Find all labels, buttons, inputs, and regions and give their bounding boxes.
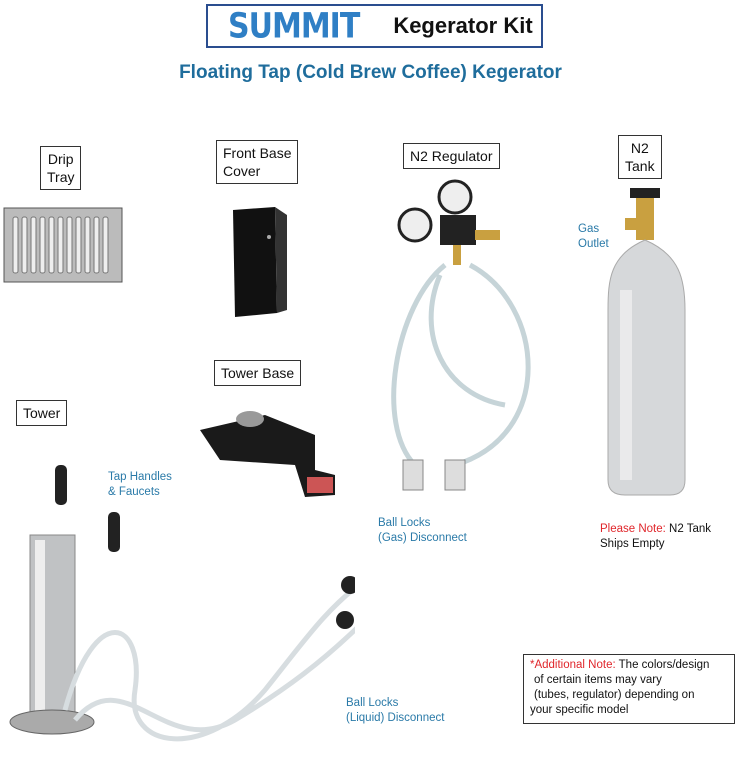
- drip-tray-image: [3, 207, 123, 283]
- header-box: SUMMIT Kegerator Kit: [206, 4, 543, 48]
- please-note-line1: Please Note: N2 Tank: [600, 522, 711, 537]
- please-note-text: N2 Tank: [665, 523, 712, 535]
- additional-note-line: (tubes, regulator) depending on: [534, 689, 695, 701]
- n2-tank-image: [607, 188, 686, 496]
- caption-line: & Faucets: [108, 486, 160, 498]
- additional-note-box: *Additional Note: The colors/design of c…: [523, 654, 735, 724]
- caption-line: Ball Locks: [378, 517, 431, 529]
- caption-line: (Liquid) Disconnect: [346, 712, 445, 724]
- please-note: Please Note: N2 Tank Ships Empty: [600, 522, 711, 552]
- caption-ball-locks-gas: Ball Locks (Gas) Disconnect: [378, 516, 467, 546]
- caption-tap-handles: Tap Handles & Faucets: [108, 470, 172, 500]
- additional-note-prefix: *Additional Note:: [530, 659, 616, 671]
- summit-logo: SUMMIT: [228, 5, 360, 47]
- label-n2-regulator: N2 Regulator: [403, 143, 500, 169]
- caption-line: Tap Handles: [108, 471, 172, 483]
- label-line: Cover: [223, 163, 261, 179]
- tower-base-image: [200, 411, 335, 497]
- page-title: Kegerator Kit: [393, 13, 533, 38]
- please-note-line2: Ships Empty: [600, 538, 665, 550]
- additional-note-line1: *Additional Note: The colors/design: [530, 658, 728, 673]
- additional-note-line: of certain items may vary: [534, 674, 662, 686]
- label-line: Front Base: [223, 145, 292, 161]
- please-note-prefix: Please Note:: [600, 523, 666, 535]
- subtitle: Floating Tap (Cold Brew Coffee) Kegerato…: [179, 62, 562, 83]
- front-base-cover-image: [233, 207, 287, 317]
- additional-note-line: your specific model: [530, 704, 629, 716]
- label-line: N2: [630, 140, 649, 156]
- label-line: Tray: [47, 169, 75, 185]
- additional-note-text: The colors/design: [615, 659, 710, 671]
- n2-regulator-image: [391, 179, 531, 491]
- label-line: Tank: [625, 158, 655, 174]
- caption-line: Ball Locks: [346, 697, 399, 709]
- caption-line: Outlet: [578, 238, 609, 250]
- tower-image: [9, 465, 355, 742]
- caption-line: Gas: [578, 223, 600, 235]
- label-tower: Tower: [16, 400, 68, 426]
- caption-line: (Gas) Disconnect: [378, 532, 467, 544]
- label-tower-base: Tower Base: [214, 360, 302, 386]
- caption-ball-locks-liquid: Ball Locks (Liquid) Disconnect: [346, 696, 444, 726]
- label-line: Drip: [47, 151, 74, 167]
